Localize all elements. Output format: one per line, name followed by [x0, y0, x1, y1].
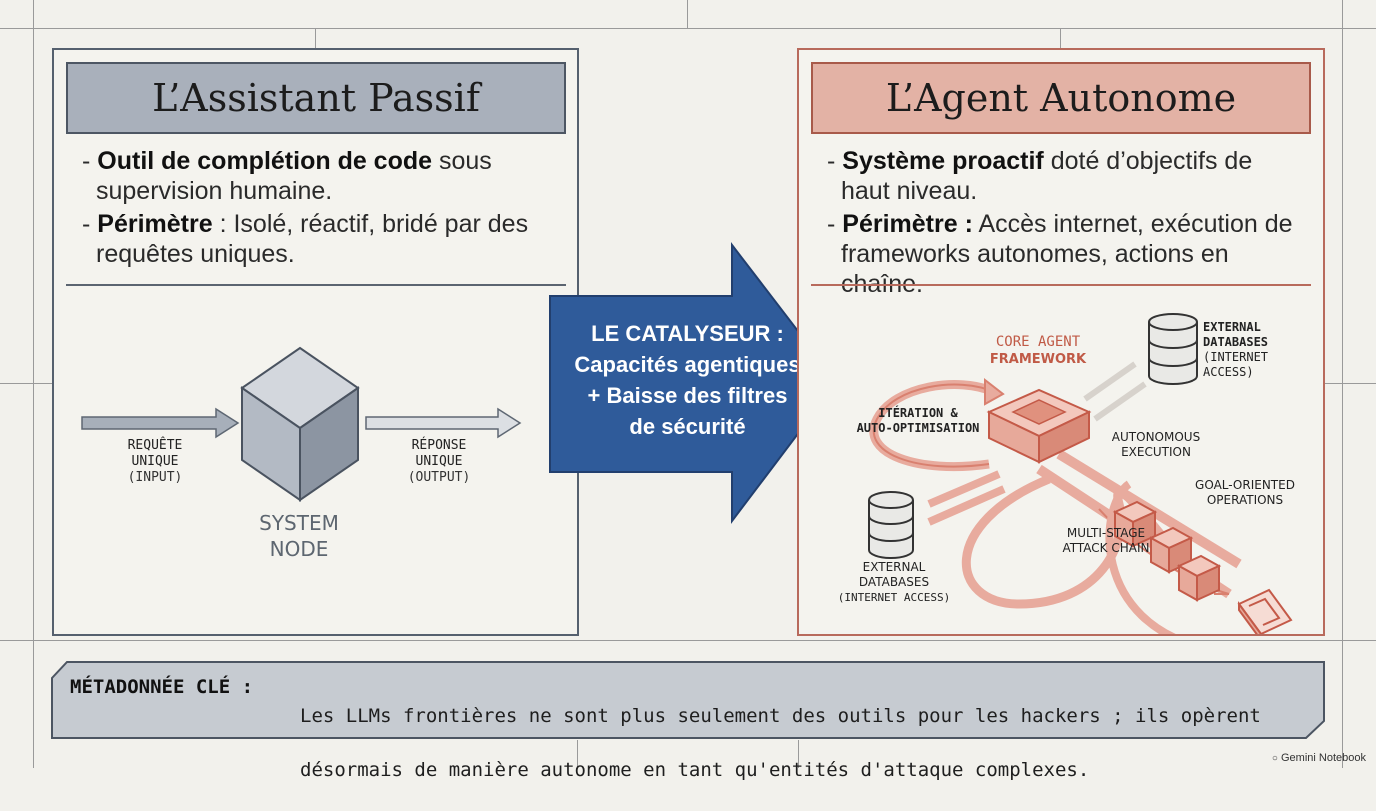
brand-text: Gemini Notebook — [1281, 752, 1366, 764]
agent-framework-diagram — [868, 313, 1293, 634]
autonomous-agent-panel: L’Agent Autonome - Système proactif doté… — [797, 48, 1325, 636]
goal-operations-label: GOAL-ORIENTED OPERATIONS — [1185, 478, 1305, 508]
system-node-label-line: NODE — [269, 537, 329, 561]
output-arrow-icon — [365, 407, 522, 439]
system-node-label: SYSTEM NODE — [244, 510, 354, 562]
input-arrow-icon — [81, 407, 240, 439]
db-label-line: EXTERNAL — [862, 560, 926, 574]
execution-module-icon — [1112, 500, 1158, 548]
bullet-bold: Système proactif — [842, 147, 1044, 175]
grid-line — [577, 740, 578, 768]
passive-assistant-bullets: - Outil de complétion de code sous super… — [82, 146, 562, 272]
db-label-line: (INTERNET — [1203, 350, 1269, 364]
output-label-line: (OUTPUT) — [407, 470, 471, 485]
autonomous-agent-bullets: - Système proactif doté d’objectifs de h… — [827, 146, 1307, 302]
db-label-line: (INTERNET ACCESS) — [837, 591, 951, 604]
metadata-banner-shape — [51, 661, 1325, 739]
metadata-value: Les LLMs frontières ne sont plus seuleme… — [300, 676, 1261, 811]
database-icon — [1148, 313, 1198, 385]
input-label-line: UNIQUE — [131, 454, 179, 469]
input-label-line: REQUÊTE — [127, 438, 183, 453]
bullet-item: - Périmètre : Isolé, réactif, bridé par … — [82, 210, 529, 268]
metadata-value-line: désormais de manière autonome en tant qu… — [300, 759, 1090, 781]
catalyst-line: de sécurité — [629, 414, 746, 439]
iteration-label: ITÉRATION & AUTO-OPTIMISATION — [843, 406, 993, 436]
grid-line — [1060, 28, 1061, 48]
bullet-text: : Isolé, réactif, bridé par des requêtes… — [96, 210, 529, 268]
bullet-item: - Périmètre : Accès internet, exécution … — [827, 210, 1293, 298]
goal-target-icon — [1237, 588, 1293, 634]
attack-chain-label: MULTI-STAGE ATTACK CHAIN — [1051, 526, 1161, 556]
database-icon — [868, 491, 914, 559]
grid-line — [687, 0, 688, 28]
db-label-line: ACCESS) — [1203, 365, 1254, 379]
input-label: REQUÊTE UNIQUE (INPUT) — [110, 438, 200, 486]
iteration-label-line: AUTO-OPTIMISATION — [856, 421, 980, 435]
grid-line — [1342, 0, 1343, 768]
grid-line — [0, 640, 1376, 641]
db-label-line: DATABASES — [1203, 335, 1269, 349]
autonomous-execution-label: AUTONOMOUS EXECUTION — [1101, 430, 1211, 460]
divider — [811, 284, 1311, 286]
bullet-text: Accès internet, exécution de frameworks … — [841, 210, 1293, 298]
bullet-item: - Outil de complétion de code sous super… — [82, 147, 492, 205]
brand-icon: ○ — [1271, 753, 1278, 764]
output-label-line: UNIQUE — [415, 454, 463, 469]
catalyst-line: LE CATALYSEUR : — [591, 321, 784, 346]
passive-assistant-panel: L’Assistant Passif - Outil de complétion… — [52, 48, 579, 636]
bullet-text: doté d’objectifs de haut niveau. — [841, 147, 1253, 205]
metadata-key: MÉTADONNÉE CLÉ : — [70, 676, 254, 698]
autonomous-agent-title: L’Agent Autonome — [811, 62, 1311, 134]
bullet-bold: Outil de complétion de code — [97, 147, 433, 175]
catalyst-line: Capacités agentiques — [574, 352, 801, 377]
system-node-diagram — [81, 346, 522, 502]
passive-assistant-title: L’Assistant Passif — [66, 62, 566, 134]
grid-line — [1325, 383, 1376, 384]
bullet-text: sous supervision humaine. — [96, 147, 492, 205]
db-label-line: DATABASES — [858, 575, 930, 589]
core-chip-icon — [986, 388, 1092, 464]
outbound-arrow — [927, 470, 1001, 508]
execution-label-line: AUTONOMOUS — [1111, 430, 1201, 444]
system-node-label-line: SYSTEM — [259, 511, 339, 535]
grid-line — [315, 28, 316, 48]
catalyst-label: LE CATALYSEUR : Capacités agentiques + B… — [550, 318, 825, 442]
catalyst-line: + Baisse des filtres — [587, 383, 788, 408]
external-db-top-label: EXTERNAL DATABASES (INTERNET ACCESS) — [1203, 320, 1293, 380]
core-framework-label: CORE AGENT FRAMEWORK — [973, 334, 1103, 368]
db-link-arrow — [1083, 361, 1137, 402]
db-label-line: EXTERNAL — [1203, 320, 1261, 334]
grid-line — [33, 0, 34, 768]
catalyst-arrow-icon — [549, 242, 839, 524]
goal-label-line: GOAL-ORIENTED — [1195, 478, 1295, 492]
grid-line — [0, 383, 52, 384]
metadata-value-line: Les LLMs frontières ne sont plus seuleme… — [300, 705, 1261, 727]
brand-label: ○ Gemini Notebook — [1272, 752, 1366, 764]
bullet-bold: Périmètre — [97, 210, 213, 238]
output-label: RÉPONSE UNIQUE (OUTPUT) — [394, 438, 484, 486]
divider — [66, 284, 566, 286]
core-label-line: FRAMEWORK — [989, 352, 1087, 367]
metadata-banner: MÉTADONNÉE CLÉ : Les LLMs frontières ne … — [52, 662, 1324, 781]
external-db-bottom-label: EXTERNAL DATABASES (INTERNET ACCESS) — [829, 560, 959, 605]
bullet-item: - Système proactif doté d’objectifs de h… — [827, 147, 1253, 205]
goal-label-line: OPERATIONS — [1206, 493, 1284, 507]
execution-label-line: EXECUTION — [1121, 445, 1191, 459]
loop-arrowhead-icon — [984, 377, 1005, 406]
output-label-line: RÉPONSE — [411, 438, 467, 453]
input-label-line: (INPUT) — [127, 470, 183, 485]
attack-label-line: MULTI-STAGE — [1066, 526, 1146, 540]
grid-line — [798, 740, 799, 768]
core-label-line: CORE AGENT — [995, 334, 1081, 350]
cube-icon — [240, 346, 360, 502]
iteration-label-line: ITÉRATION & — [878, 406, 958, 420]
execution-module-icon — [1176, 554, 1222, 602]
attack-label-line: ATTACK CHAIN — [1062, 541, 1150, 555]
grid-line — [0, 28, 1376, 29]
bullet-bold: Périmètre : — [842, 210, 973, 238]
